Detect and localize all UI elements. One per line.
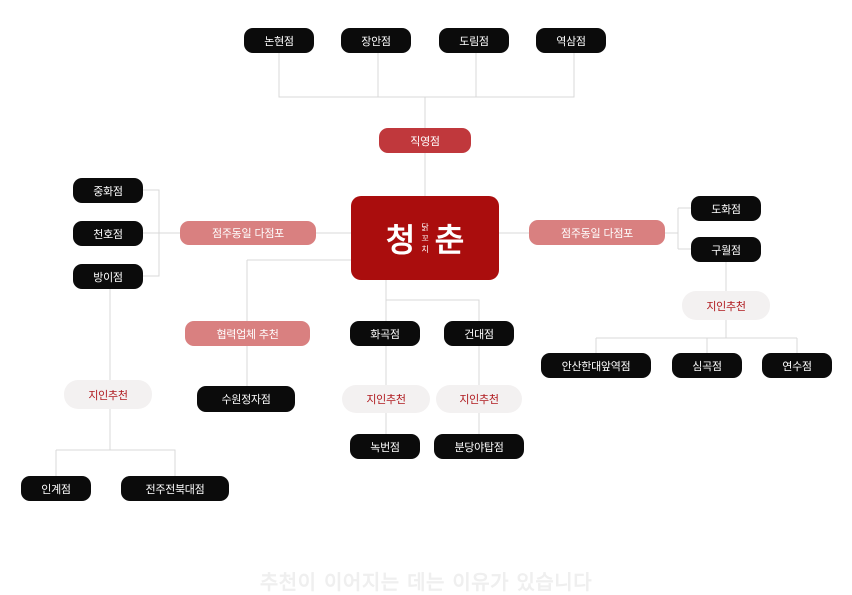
store-simgok: 심곡점 <box>672 353 742 378</box>
store-guwol: 구월점 <box>691 237 761 262</box>
store-junghwa: 중화점 <box>73 178 143 203</box>
connector-line-16 <box>386 299 480 321</box>
logo-subtext: 닭 꼬 치 <box>421 222 428 255</box>
logo-char-right: 춘 <box>434 221 465 259</box>
store-cheonho: 천호점 <box>73 221 143 246</box>
right-referral-label: 지인추천 <box>682 291 770 320</box>
partner-label: 협력업체 추천 <box>185 321 310 346</box>
direct-store-label: 직영점 <box>379 128 471 153</box>
left-group-label: 점주동일 다점포 <box>180 221 316 245</box>
store-ansan-handae: 안산한대앞역점 <box>541 353 651 378</box>
brand-logo: 청 닭 꼬 치 춘 <box>351 196 499 280</box>
store-geondae: 건대점 <box>444 321 514 346</box>
store-suwon-jeongja: 수원정자점 <box>197 386 295 412</box>
store-dorim: 도림점 <box>439 28 509 53</box>
store-jangan: 장안점 <box>341 28 411 53</box>
store-nonhyeon: 논현점 <box>244 28 314 53</box>
left-referral-label: 지인추천 <box>64 380 152 409</box>
logo-sub-1: 닭 <box>421 222 429 232</box>
store-bundang-yatap: 분당야탑점 <box>434 434 524 459</box>
tagline: 추천이 이어지는 데는 이유가 있습니다 <box>259 570 593 594</box>
store-yeonsu: 연수점 <box>762 353 832 378</box>
store-yeoksam: 역삼점 <box>536 28 606 53</box>
center-referral-label-1: 지인추천 <box>342 385 430 413</box>
logo-char-left: 청 <box>385 221 416 259</box>
store-dohwa: 도화점 <box>691 196 761 221</box>
store-ingye: 인계점 <box>21 476 91 501</box>
store-hwagok: 화곡점 <box>350 321 420 346</box>
connector-line-10 <box>56 449 176 476</box>
right-group-label: 점주동일 다점포 <box>529 220 665 245</box>
logo-sub-2: 꼬 <box>421 233 429 243</box>
store-bangi: 방이점 <box>73 264 143 289</box>
connector-line-0 <box>278 53 575 98</box>
store-nokbeon: 녹번점 <box>350 434 420 459</box>
logo-sub-3: 치 <box>421 244 429 254</box>
center-referral-label-2: 지인추천 <box>436 385 522 413</box>
store-jeonju-jeonbuk: 전주전북대점 <box>121 476 229 501</box>
